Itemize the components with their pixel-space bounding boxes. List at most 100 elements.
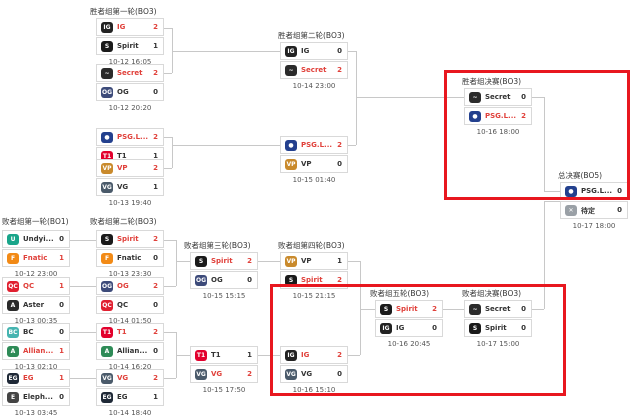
bracket-connector xyxy=(70,378,96,379)
match-time: 10-13 02:10 xyxy=(14,363,58,371)
team-name: VG xyxy=(117,374,129,382)
elephant-team-icon: E xyxy=(7,392,19,403)
team-score: 2 xyxy=(153,235,158,243)
team-row[interactable]: ●PSG.L...2 xyxy=(280,136,348,154)
team-score: 0 xyxy=(521,324,526,332)
team-score: 2 xyxy=(153,23,158,31)
match-time: 10-14 23:00 xyxy=(292,82,336,90)
round-title-lb-r3: 败者组第三轮(BO3) xyxy=(184,241,251,250)
team-score: 2 xyxy=(521,112,526,120)
team-score: 2 xyxy=(337,141,342,149)
match-time: 10-13 00:35 xyxy=(14,317,58,325)
team-row[interactable]: ●PSG.L...2 xyxy=(96,128,164,146)
bracket-connector xyxy=(172,28,173,73)
team-score: 0 xyxy=(617,206,622,214)
match-time: 10-16 18:00 xyxy=(476,128,520,136)
eg-team-icon: EG xyxy=(101,392,113,403)
bracket-connector xyxy=(356,51,357,145)
team-score: 2 xyxy=(153,69,158,77)
team-score: 2 xyxy=(153,374,158,382)
team-name: Spirit xyxy=(117,235,139,243)
t1-team-icon: T1 xyxy=(101,151,113,162)
team-score: 0 xyxy=(337,47,342,55)
og-team-icon: OG xyxy=(101,87,113,98)
secret-team-icon: ~ xyxy=(285,65,297,76)
bracket-connector xyxy=(164,28,172,29)
bracket-connector xyxy=(348,355,360,356)
round-title-lb-r2: 败者组第二轮(BO3) xyxy=(90,217,157,226)
match-time: 10-12 16:05 xyxy=(108,58,152,66)
team-name: EG xyxy=(23,374,34,382)
team-name: BC xyxy=(23,328,34,336)
team-name: Secret xyxy=(117,69,143,77)
team-row[interactable]: ●PSG.L...2 xyxy=(464,107,532,125)
bracket-connector xyxy=(164,73,172,74)
team-score: 0 xyxy=(153,301,158,309)
team-name: QC xyxy=(23,282,35,290)
qc-team-icon: QC xyxy=(7,281,19,292)
match-time: 10-13 19:40 xyxy=(108,199,152,207)
ig-team-icon: IG xyxy=(380,323,392,334)
team-score: 0 xyxy=(153,88,158,96)
qc-team-icon: QC xyxy=(101,300,113,311)
